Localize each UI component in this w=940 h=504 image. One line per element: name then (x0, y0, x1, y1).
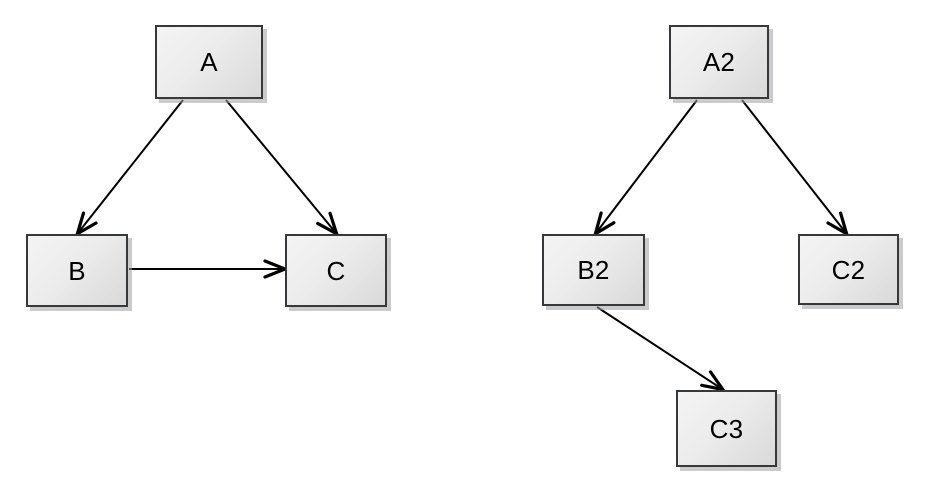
node-label: B (68, 255, 86, 286)
node-c2[interactable]: C2 (798, 234, 899, 305)
edges-group (74, 99, 850, 392)
node-label: A2 (702, 47, 736, 77)
edge-a2-to-b2 (592, 99, 698, 238)
edge-a2-to-c2 (741, 99, 850, 238)
node-c[interactable]: C (285, 234, 387, 307)
node-label: C2 (831, 254, 866, 285)
edge-a-to-b (74, 99, 184, 238)
node-b[interactable]: B (26, 234, 128, 307)
node-c3[interactable]: C3 (676, 390, 777, 467)
node-a[interactable]: A (155, 25, 263, 99)
node-a2[interactable]: A2 (669, 25, 769, 99)
edge-a-to-c (225, 99, 340, 238)
node-label: B2 (577, 255, 610, 285)
node-b2[interactable]: B2 (542, 234, 645, 306)
node-label: C3 (709, 413, 744, 444)
edge-b2-to-c3 (596, 306, 727, 392)
node-label: C (326, 255, 346, 286)
node-label: A (200, 47, 218, 77)
